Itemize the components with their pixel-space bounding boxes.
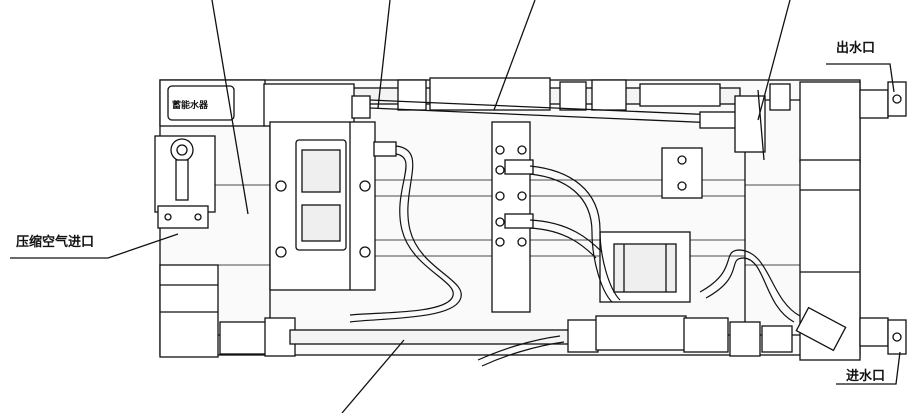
water-outlet-label: 出水口 xyxy=(836,40,875,56)
leader-lines xyxy=(10,0,901,414)
nameplate-text: 蓄能水器 xyxy=(172,99,209,111)
water-inlet-label: 进水口 xyxy=(846,368,885,384)
left-end-cap xyxy=(154,79,371,358)
center-valve-block xyxy=(491,121,534,313)
top-tie-rod xyxy=(269,77,741,129)
right-small-valve xyxy=(599,147,703,303)
bottom-tie-rod xyxy=(219,306,847,357)
left-cylinder-plate xyxy=(269,121,397,291)
hoses xyxy=(349,145,801,367)
air-inlet-label: 压缩空气进口 xyxy=(16,234,94,250)
